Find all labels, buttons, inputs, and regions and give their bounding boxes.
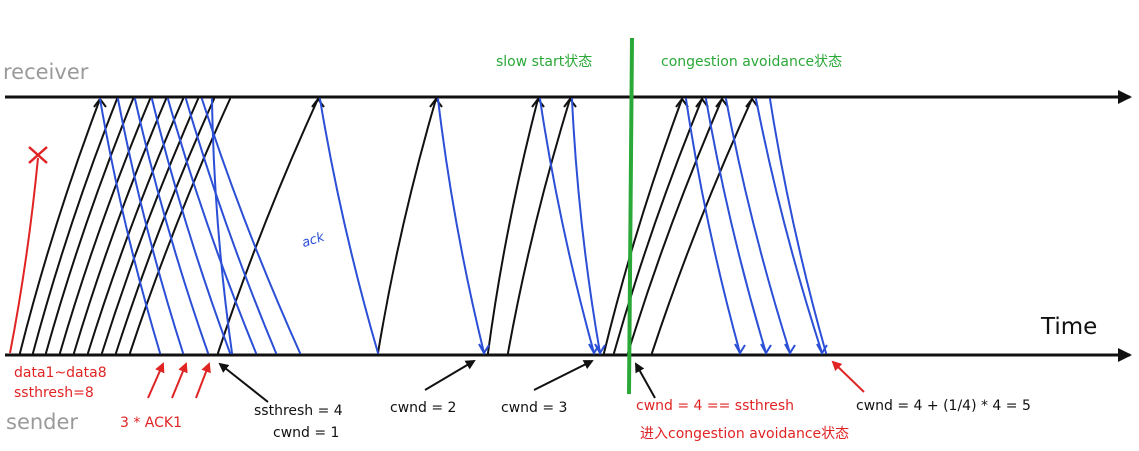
enter-congestion-avoidance-label: 进入congestion avoidance状态 — [640, 426, 850, 442]
ack-line — [319, 98, 379, 354]
ack-line — [167, 98, 257, 354]
time-axis-label: Time — [1041, 314, 1098, 340]
data-line — [651, 98, 753, 354]
data-line-arrowhead — [745, 97, 759, 108]
dup-ack-arrow-3 — [195, 362, 211, 399]
lost-packet — [9, 146, 48, 354]
ack-line — [211, 98, 233, 354]
data-line — [603, 98, 683, 354]
data-line — [507, 98, 571, 354]
data-line — [627, 98, 723, 354]
ack-line — [685, 98, 741, 354]
data-line-arrowhead — [563, 97, 577, 108]
ack-line — [185, 98, 277, 354]
ack-line — [571, 98, 601, 354]
ack-line — [437, 98, 485, 354]
data-line — [87, 98, 184, 354]
ack-line — [117, 98, 184, 354]
cwnd-1-label: cwnd = 1 — [273, 425, 340, 441]
data-line — [45, 98, 134, 354]
ack-line-arrowhead — [478, 343, 490, 355]
data-line — [613, 98, 703, 354]
data-range-label: data1~data8 — [14, 365, 107, 381]
ssthresh-4-label: ssthresh = 4 — [254, 403, 343, 419]
ack-line — [705, 98, 767, 354]
annotation-arrows — [147, 359, 865, 403]
ack-line-arrowhead — [594, 343, 606, 355]
data-line — [32, 98, 118, 354]
cwnd-3-arrow — [533, 360, 594, 391]
ack-line — [134, 98, 209, 354]
sender-label: sender — [6, 410, 79, 434]
ack-line — [151, 98, 231, 354]
data-line-arrowhead — [531, 97, 545, 108]
ack-line — [725, 98, 791, 354]
cwnd-2-label: cwnd = 2 — [390, 400, 457, 416]
cwnd-2-arrow — [424, 359, 476, 391]
data-line — [377, 98, 437, 354]
data-line — [19, 98, 101, 354]
receiver-label: receiver — [3, 60, 89, 84]
data-line — [487, 98, 539, 354]
cwnd-5-arrow — [831, 360, 865, 393]
lost-packet-line — [9, 157, 39, 354]
data-line — [217, 98, 319, 354]
data-line — [115, 98, 215, 354]
duplicate-ack-label: 3 * ACK1 — [120, 415, 183, 431]
state-divider — [627, 37, 634, 395]
cwnd-5-label: cwnd = 4 + (1/4) * 4 = 5 — [856, 398, 1031, 414]
dup-ack-arrow-1 — [147, 362, 165, 399]
data-line-arrowhead — [429, 97, 443, 108]
lost-packet-x-icon — [28, 146, 48, 164]
cwnd-3-label: cwnd = 3 — [501, 400, 568, 416]
ack-line — [769, 98, 827, 354]
data-line — [59, 98, 151, 354]
ack-line — [539, 98, 595, 354]
data-packet-lines — [19, 97, 759, 354]
cwnd-4-label: cwnd = 4 == ssthresh — [636, 398, 794, 414]
ssthresh-initial-label: ssthresh=8 — [14, 385, 94, 401]
dup-ack-arrow-2 — [171, 362, 188, 399]
ack-line — [99, 98, 161, 354]
data-line — [73, 98, 167, 354]
ack-line-arrowhead — [734, 343, 746, 355]
slow-start-label: slow start状态 — [496, 54, 593, 70]
ack-line — [755, 98, 823, 354]
data-line — [129, 98, 231, 354]
congestion-avoidance-label: congestion avoidance状态 — [661, 54, 843, 70]
data-line-arrowhead — [311, 97, 325, 108]
ack-line-arrowhead — [760, 343, 772, 355]
ssthresh-arrow — [218, 362, 269, 403]
ack-line-arrowhead — [784, 343, 796, 355]
ack-lines — [99, 98, 828, 355]
cwnd-4-arrow — [635, 362, 656, 399]
